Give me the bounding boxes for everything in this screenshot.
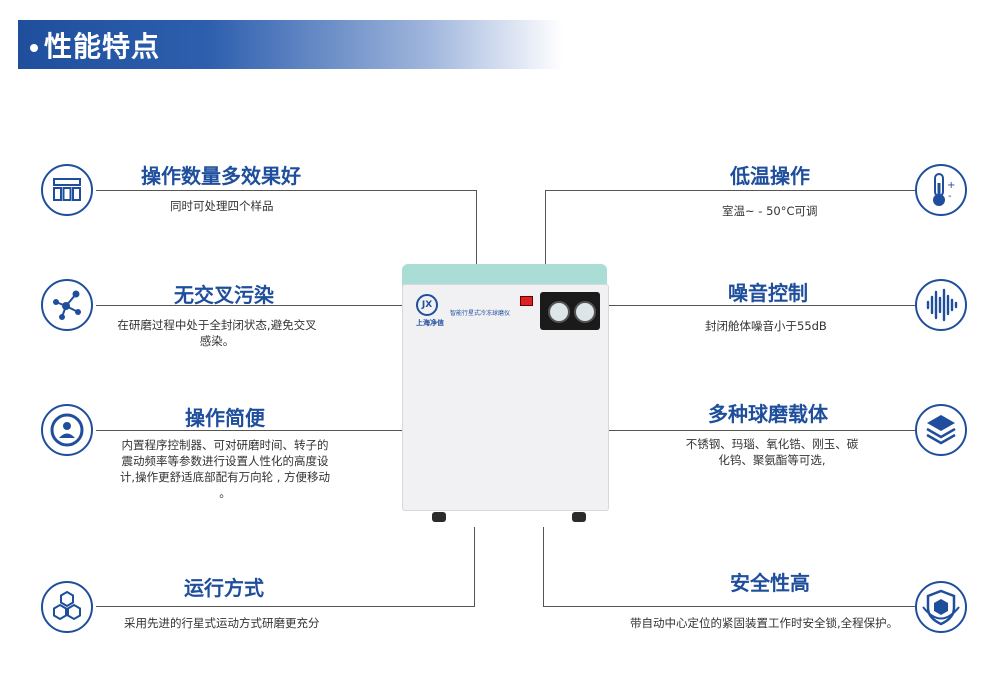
feature-desc: 同时可处理四个样品: [170, 199, 274, 213]
molecule-icon: [41, 279, 93, 331]
feature-desc: 内置程序控制器、可对研磨时间、转子的震动频率等参数进行设置人性化的高度设计,操作…: [119, 438, 331, 500]
connector-line: [96, 430, 402, 431]
feature-title: 操作简便: [185, 406, 265, 430]
machine-name-label: 智能行星式冷冻球磨仪: [450, 310, 511, 317]
feature-title: 安全性高: [730, 571, 810, 595]
connector-line: [476, 190, 477, 266]
sound-wave-icon: [915, 279, 967, 331]
svg-text:+: +: [947, 180, 955, 191]
connector-line: [474, 527, 475, 607]
feature-desc: 在研磨过程中处于全封闭状态,避免交叉感染。: [117, 318, 317, 348]
connector-line: [545, 190, 915, 191]
svg-text:-: -: [948, 191, 952, 202]
connector-line: [543, 606, 915, 607]
connector-line: [543, 527, 544, 607]
shield-icon: [915, 581, 967, 633]
layout-grid-icon: [41, 164, 93, 216]
feature-desc: 采用先进的行星式运动方式研磨更充分: [124, 616, 320, 630]
gauge-icon: [574, 301, 596, 323]
connector-line: [96, 305, 402, 306]
connector-line: [607, 430, 915, 431]
section-header: 性能特点: [18, 20, 563, 69]
brand-logo: JX 上海净信: [416, 294, 444, 328]
feature-desc: 不锈钢、玛瑙、氧化锆、刚玉、碳化钨、聚氨酯等可选,: [685, 437, 859, 467]
feature-title: 无交叉污染: [174, 283, 274, 307]
feature-desc: 室温~ - 50°C可调: [722, 204, 818, 218]
connector-line: [96, 606, 474, 607]
product-machine-image: JX 上海净信 智能行星式冷冻球磨仪: [402, 264, 609, 526]
feature-title: 噪音控制: [728, 281, 808, 305]
feature-title: 低温操作: [730, 164, 810, 188]
hexagons-icon: [41, 581, 93, 633]
caster-wheel: [572, 512, 586, 522]
feature-title: 操作数量多效果好: [141, 164, 301, 188]
caster-wheel: [432, 512, 446, 522]
feature-desc: 带自动中心定位的紧固装置工作时安全锁,全程保护。: [630, 616, 899, 630]
feature-title: 多种球磨载体: [708, 402, 828, 426]
control-panel: [540, 292, 600, 330]
section-title: 性能特点: [30, 25, 160, 65]
feature-title: 运行方式: [184, 576, 264, 600]
user-circle-icon: [41, 404, 93, 456]
gauge-icon: [548, 301, 570, 323]
power-switch: [520, 296, 533, 306]
feature-desc: 封闭舱体噪音小于55dB: [705, 319, 827, 333]
thermometer-icon: + -: [915, 164, 967, 216]
connector-line: [545, 190, 546, 266]
connector-line: [96, 190, 476, 191]
layers-icon: [915, 404, 967, 456]
connector-line: [607, 305, 915, 306]
